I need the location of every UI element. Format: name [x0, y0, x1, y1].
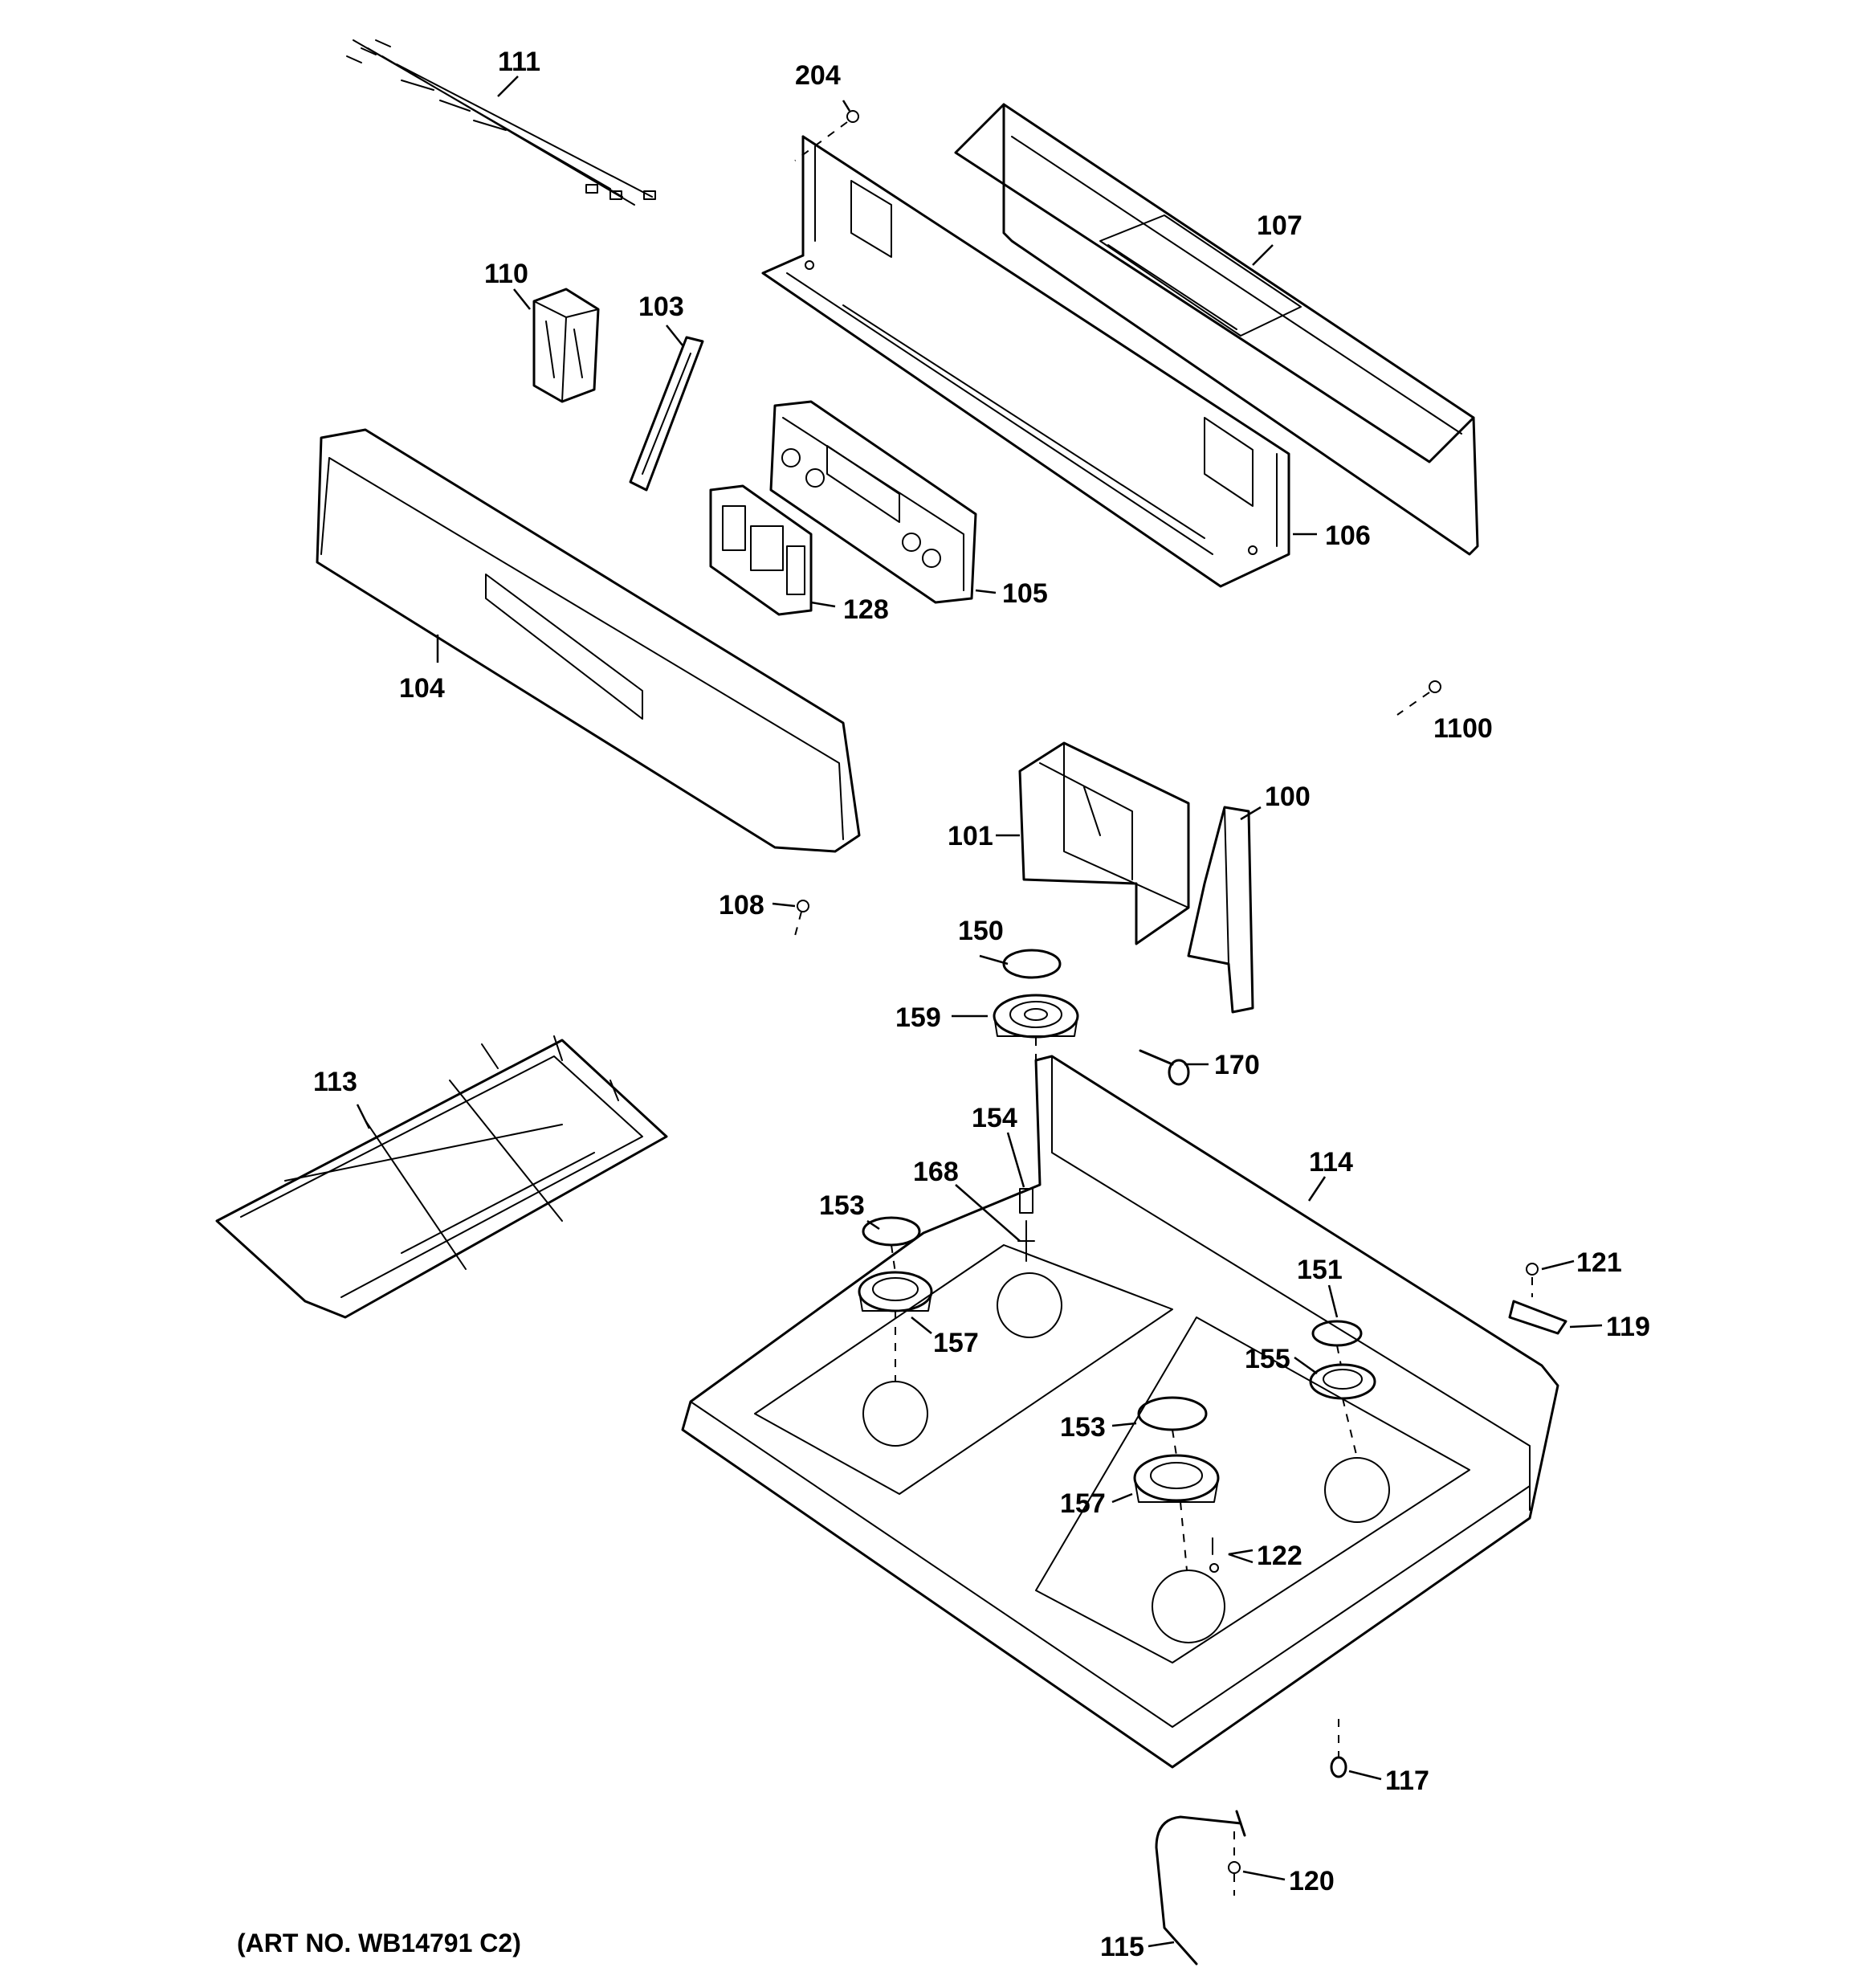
- part-108-screw: [794, 900, 809, 937]
- part-122-spark-electrode: [1209, 1537, 1219, 1573]
- part-168-spark-electrode: [1017, 1220, 1035, 1262]
- part-128-keypad-overlay: [709, 484, 813, 616]
- callout-150: 150: [958, 916, 1004, 946]
- callout-204: 204: [795, 60, 841, 91]
- callout-121: 121: [1576, 1247, 1622, 1278]
- callout-151: 151: [1297, 1255, 1343, 1285]
- callout-1100: 1100: [1433, 713, 1493, 744]
- part-159-burner-head: [993, 994, 1079, 1039]
- part-101-heat-shield: [1018, 741, 1190, 945]
- part-104-control-panel: [316, 428, 861, 853]
- part-170-screw: [1139, 1049, 1190, 1086]
- callout-114: 114: [1309, 1147, 1353, 1178]
- callout-159: 159: [895, 1002, 941, 1033]
- part-120-screw: [1228, 1861, 1241, 1874]
- part-113-burner-grate: [215, 1035, 668, 1319]
- callout-107: 107: [1257, 210, 1302, 241]
- art-number: (ART NO. WB14791 C2): [237, 1929, 521, 1957]
- part-1100-screw: [1396, 680, 1441, 716]
- callout-labels: 111 204 107 110 103 106 128 105 104 1100…: [313, 47, 1650, 1962]
- callout-100: 100: [1265, 782, 1311, 812]
- part-157-burner-head-right: [1133, 1454, 1220, 1503]
- part-151-burner-cap-right: [1311, 1320, 1363, 1347]
- part-114-cooktop: [681, 1055, 1559, 1769]
- callout-122: 122: [1257, 1541, 1302, 1571]
- callout-105: 105: [1002, 578, 1048, 609]
- part-105-control-board: [769, 400, 977, 604]
- callout-120: 120: [1289, 1866, 1335, 1896]
- callout-110: 110: [484, 259, 528, 289]
- callout-113: 113: [313, 1067, 357, 1097]
- part-115-manifold-tube: [1155, 1810, 1246, 1966]
- callout-117: 117: [1385, 1766, 1429, 1796]
- callout-leaders: [356, 76, 1603, 1948]
- part-117-nut: [1330, 1756, 1347, 1778]
- callout-104: 104: [399, 673, 445, 704]
- part-103-bracket: [629, 336, 704, 492]
- part-121-screw: [1526, 1263, 1539, 1297]
- part-157-burner-head-left: [858, 1271, 933, 1312]
- callout-153-left: 153: [819, 1190, 865, 1221]
- callout-153-right: 153: [1060, 1412, 1106, 1443]
- callout-157-left: 157: [933, 1328, 979, 1358]
- callout-157-right: 157: [1060, 1488, 1106, 1519]
- part-153-burner-cap-right: [1137, 1396, 1208, 1431]
- part-100-side-bracket: [1187, 806, 1254, 1014]
- part-119-bracket: [1508, 1300, 1567, 1335]
- callout-108: 108: [719, 890, 764, 921]
- assembly-center-lines: [891, 1038, 1358, 1896]
- part-150-burner-cap: [1002, 949, 1062, 979]
- callout-111: 111: [498, 47, 540, 77]
- part-106-backsplash-panel: [761, 135, 1290, 588]
- callout-101: 101: [948, 821, 993, 851]
- part-154-orifice: [1019, 1188, 1033, 1214]
- callout-106: 106: [1325, 520, 1371, 551]
- part-107-vent-trim: [954, 103, 1479, 556]
- callout-128: 128: [843, 594, 889, 625]
- callout-115: 115: [1100, 1932, 1144, 1962]
- callout-155: 155: [1245, 1344, 1290, 1374]
- callout-170: 170: [1214, 1050, 1260, 1080]
- callout-119: 119: [1606, 1312, 1650, 1342]
- callout-103: 103: [638, 292, 684, 322]
- callout-168: 168: [913, 1157, 959, 1187]
- part-155-burner-head-right: [1309, 1363, 1376, 1400]
- part-153-burner-cap-left: [862, 1216, 921, 1247]
- callout-154: 154: [972, 1103, 1017, 1133]
- part-110-relay-module: [532, 288, 600, 403]
- part-111-wire-harness: [346, 39, 656, 206]
